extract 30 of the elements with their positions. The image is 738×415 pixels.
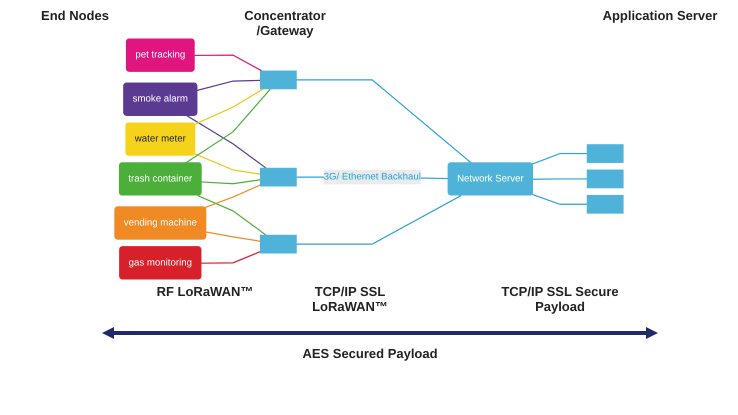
node-box xyxy=(586,194,624,214)
protocol-label: TCP/IP SSL Secure Payload xyxy=(500,284,620,314)
column-heading: Concentrator /Gateway xyxy=(243,8,327,38)
node-box xyxy=(586,170,624,188)
column-heading: End Nodes xyxy=(40,8,110,23)
connector xyxy=(194,88,264,125)
connector xyxy=(185,88,271,164)
connector xyxy=(197,194,266,236)
node-box xyxy=(260,70,297,90)
node-box xyxy=(586,144,624,163)
connector xyxy=(532,152,588,165)
connector xyxy=(201,251,260,264)
connector xyxy=(197,80,260,91)
column-heading: Application Server xyxy=(602,8,718,23)
connector xyxy=(194,153,260,175)
connector xyxy=(532,194,588,205)
connector xyxy=(204,184,260,208)
connector xyxy=(194,54,262,72)
connector xyxy=(296,195,462,245)
connector xyxy=(206,231,260,242)
protocol-label: RF LoRaWAN™ xyxy=(156,284,254,299)
node-box xyxy=(260,168,297,186)
connector xyxy=(202,179,260,184)
span-label: AES Secured Payload xyxy=(301,346,439,361)
connector xyxy=(186,115,266,169)
connector xyxy=(296,79,472,164)
node-box xyxy=(260,234,297,254)
edge-label: 3G/ Ethernet Backhaul xyxy=(324,172,421,182)
protocol-label: TCP/IP SSL LoRaWAN™ xyxy=(311,284,389,314)
connector xyxy=(533,178,588,180)
